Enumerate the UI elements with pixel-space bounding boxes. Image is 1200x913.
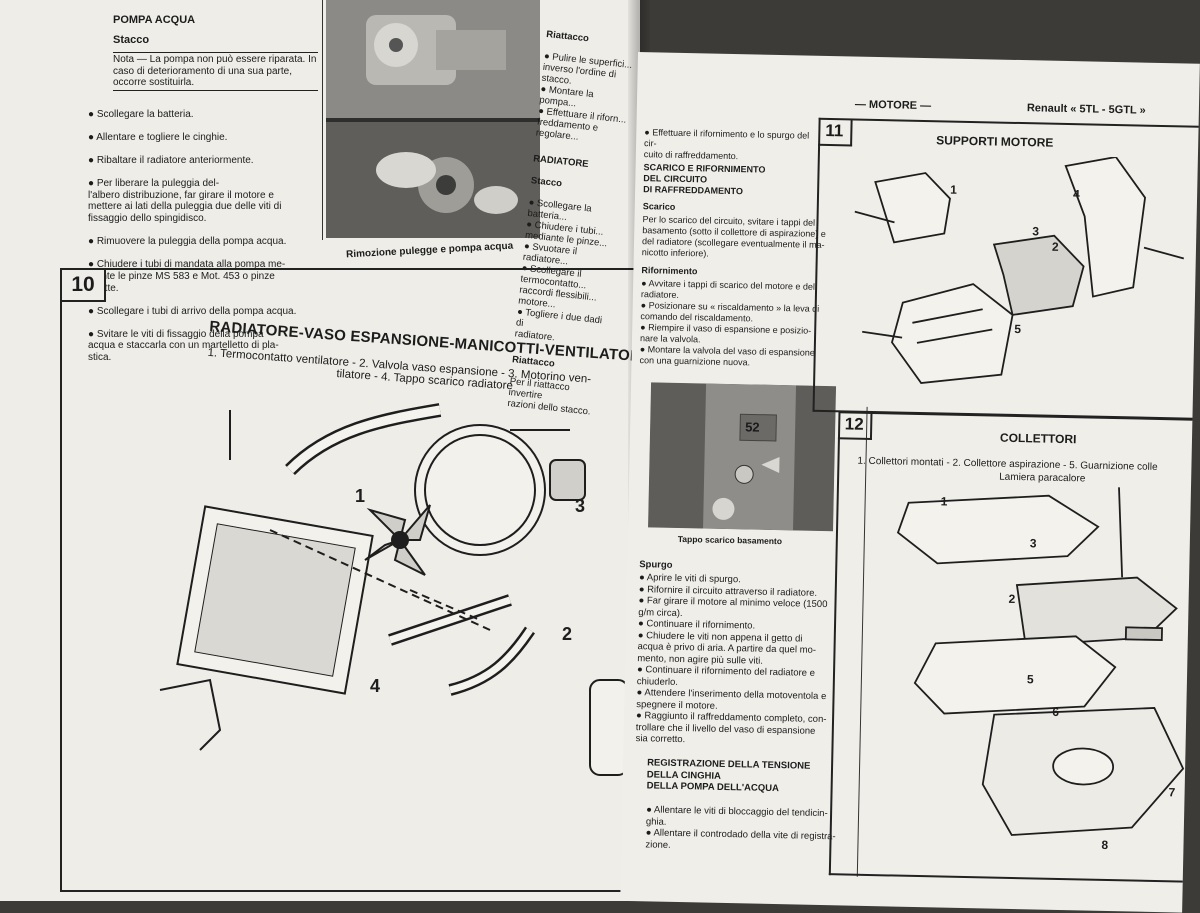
step-5: ● Rimuovere la puleggia della pompa acqu… — [88, 236, 287, 248]
section-10-frame — [60, 268, 640, 892]
spurgo-text: ● Aprire le viti di spurgo. ● Rifornire … — [635, 572, 828, 746]
section-12-number: 12 — [844, 414, 864, 434]
step-7: ● Scollegare i tubi di arrivo della pomp… — [88, 305, 297, 317]
step-4: ● Per liberare la puleggia del- l'albero… — [88, 178, 282, 224]
riattacco-heading: Riattacco — [545, 28, 590, 45]
mount-callout-1: 1 — [950, 183, 957, 197]
pompa-heading: POMPA ACQUA — [113, 14, 196, 26]
manifold-callout-2: 2 — [1008, 592, 1015, 606]
rifornimento-text: ● Avvitare i tappi di scarico del motore… — [639, 278, 820, 368]
note-rule-bottom — [113, 90, 318, 91]
callout-3: 3 — [575, 496, 585, 516]
rifornimento-sub: Rifornimento — [641, 265, 698, 277]
manifold-callout-1: 1 — [941, 494, 948, 508]
mount-callout-4: 4 — [1073, 187, 1080, 201]
manifold-callout-8: 8 — [1101, 838, 1108, 852]
scarico-heading: SCARICO E RIFORNIMENTO DEL CIRCUITO DI R… — [643, 162, 766, 197]
step-1: ● Scollegare la batteria. — [88, 108, 194, 120]
section-11-number: 11 — [825, 120, 844, 141]
callout-1: 1 — [355, 486, 365, 506]
section-11-number-box: 11 — [818, 117, 853, 147]
step-3: ● Ribaltare il radiatore anteriormente. — [88, 154, 254, 166]
callout-4: 4 — [370, 676, 380, 696]
left-page: POMPA ACQUA Stacco Nota — La pompa non p… — [0, 0, 640, 901]
note-rule — [113, 52, 318, 53]
section-12-number-box: 12 — [837, 411, 873, 440]
mount-callout-3: 3 — [1032, 224, 1039, 238]
photo-caption: Rimozione pulegge e pompa acqua — [345, 240, 514, 261]
radiatore-heading: RADIATORE — [532, 153, 590, 171]
mount-callout-5: 5 — [1014, 322, 1021, 336]
registrazione-heading: REGISTRAZIONE DELLA TENSIONE DELLA CINGH… — [646, 757, 811, 795]
drain-photo-caption: Tappo scarico basamento — [677, 533, 783, 547]
section-10-number-box: 10 — [60, 268, 106, 302]
pompa-note: Nota — La pompa non può essere riparata.… — [113, 54, 317, 88]
scarico-text: Per lo scarico del circuito, svitare i t… — [641, 214, 826, 259]
pump-removal-photo — [326, 0, 540, 238]
column-rule — [322, 0, 323, 240]
radiator-diagram: 1 2 3 4 — [159, 403, 629, 776]
right-page: — MOTORE — Renault « 5TL - 5GTL » ● Effe… — [620, 52, 1200, 913]
step-8: ● Svitare le viti di fissaggio della pom… — [88, 328, 279, 364]
photo-number: 52 — [745, 419, 760, 435]
section-12-caption-2: Lamiera paracalore — [999, 471, 1086, 485]
radiatore-stacco: Stacco — [530, 175, 563, 190]
section-11-title: SUPPORTI MOTORE — [936, 133, 1054, 150]
manifold-callout-3: 3 — [1030, 536, 1037, 550]
section-10-number: 10 — [71, 273, 95, 296]
pompa-subheading: Stacco — [113, 34, 150, 46]
intro-text: ● Effettuare il rifornimento e lo spurgo… — [643, 127, 810, 162]
pompa-steps: ● Scollegare la batteria. ● Allentare e … — [88, 97, 316, 375]
manifold-callout-7: 7 — [1168, 785, 1175, 799]
mount-callout-2: 2 — [1052, 240, 1059, 254]
callout-2: 2 — [562, 624, 572, 644]
manifold-diagram: 1 2 3 5 6 7 8 — [896, 487, 1185, 852]
drain-plug-photo: 52 — [648, 382, 837, 532]
step-2: ● Allentare e togliere le cinghie. — [88, 131, 228, 143]
header-center: — MOTORE — — [854, 98, 932, 113]
section-12-title: COLLETTORI — [999, 430, 1077, 447]
scarico-sub: Scarico — [642, 201, 676, 212]
header-right: Renault « 5TL - 5GTL » — [1026, 102, 1146, 117]
spurgo-heading: Spurgo — [639, 559, 673, 571]
manifold-callout-5: 5 — [1027, 672, 1034, 686]
riattacco-text: ● Pulire le superfici... inverso l'ordin… — [535, 50, 633, 143]
registrazione-text: ● Allentare le viti di bloccaggio del te… — [645, 804, 836, 851]
engine-mounts-diagram: 1 2 3 4 5 — [854, 156, 1185, 384]
manifold-callout-6: 6 — [1052, 705, 1059, 719]
